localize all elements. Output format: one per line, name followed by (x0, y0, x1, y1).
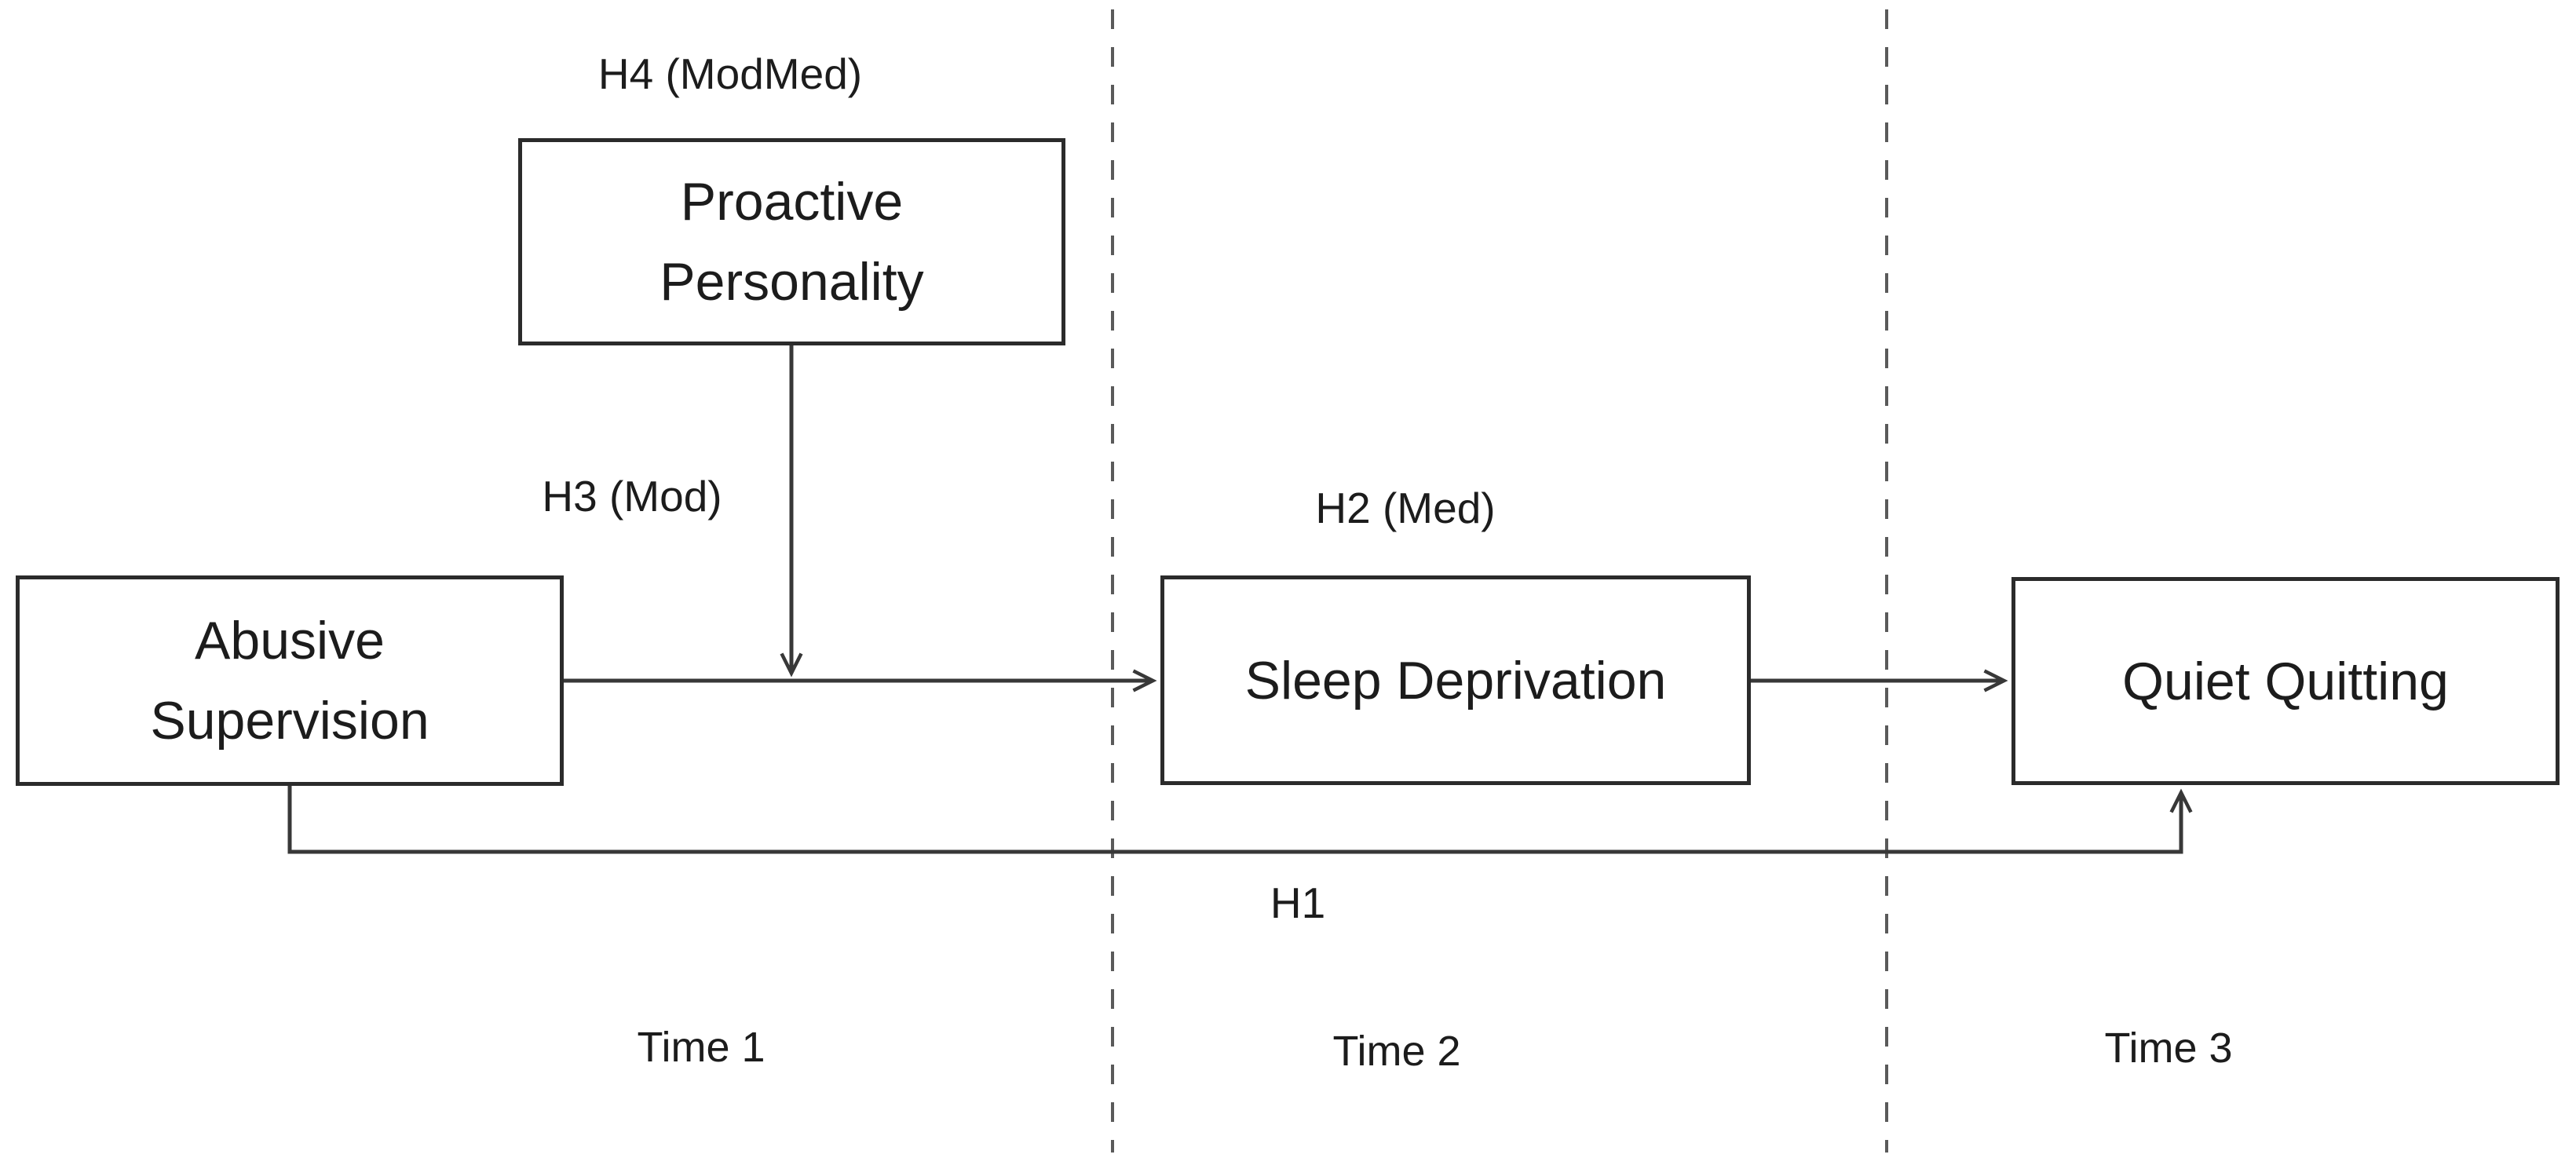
timeline-label-time3: Time 3 (2104, 1025, 2233, 1072)
hypothesis-label-h3-mod: H3 (Mod) (542, 472, 722, 521)
hypothesis-label-h2-med: H2 (Med) (1315, 484, 1496, 532)
node-quiet-quitting: Quiet Quitting (2011, 577, 2560, 785)
node-label-line: Sleep Deprivation (1244, 650, 1667, 711)
arrow-direct-h1-path (287, 786, 2193, 854)
node-label-line: Personality (660, 252, 924, 312)
hypothesis-label-h1: H1 (1270, 879, 1326, 927)
node-abusive-supervision: Abusive Supervision (16, 575, 564, 786)
timeline-label-time1: Time 1 (637, 1024, 765, 1071)
node-label-line: Abusive (195, 611, 385, 670)
node-label-line: Proactive (680, 172, 904, 232)
node-label-line: Quiet Quitting (2122, 651, 2449, 711)
node-sleep-deprivation: Sleep Deprivation (1160, 575, 1751, 785)
timeline-label-time2: Time 2 (1332, 1028, 1461, 1075)
hypothesis-label-h4-modmed: H4 (ModMed) (597, 49, 863, 98)
node-label-line: Supervision (150, 691, 429, 751)
node-proactive-personality: Proactive Personality (518, 138, 1065, 345)
